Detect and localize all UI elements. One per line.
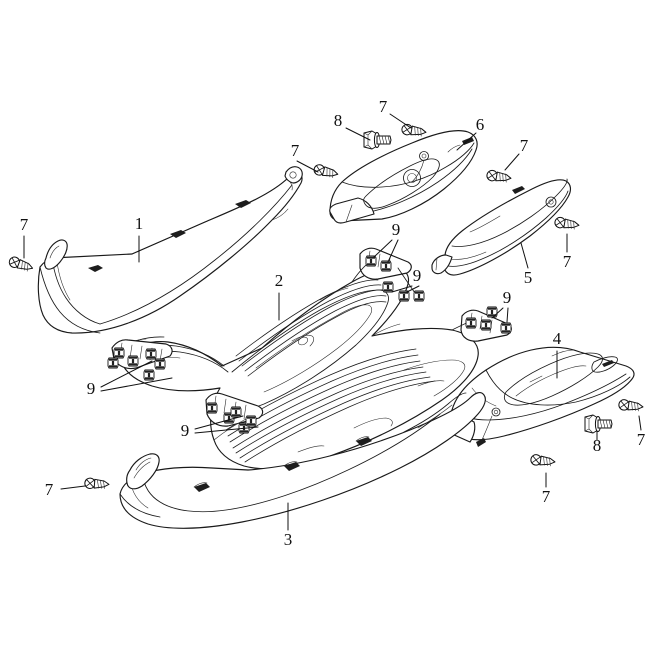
leader-9-upper-mid-b — [387, 239, 399, 263]
clip-17 — [465, 317, 477, 329]
callout-7-mid-left: 7 — [291, 141, 300, 160]
clip-16 — [413, 290, 425, 302]
screw-mid-left — [313, 164, 339, 178]
callout-9-clips-upper-mid: 9 — [392, 220, 401, 239]
callout-4-right-side-panel: 4 — [553, 329, 562, 348]
clip-7 — [206, 402, 218, 414]
clip-5 — [107, 357, 119, 369]
clip-18 — [480, 319, 492, 331]
leader-9-right-b — [506, 307, 509, 323]
clip-2 — [127, 355, 139, 367]
screw-upper-console — [401, 123, 427, 137]
callout-3-left-side-panel: 3 — [284, 530, 293, 549]
clip-11 — [245, 415, 257, 427]
callout-9-clips-mid: 9 — [413, 266, 422, 285]
leader-7-right-upper — [504, 153, 520, 171]
callout-8-bolt-upper: 8 — [334, 111, 343, 130]
screw-left-upper — [8, 256, 34, 272]
callout-7-lower-left: 7 — [45, 480, 54, 499]
leader-6 — [456, 132, 477, 151]
callout-7-right-lower: 7 — [563, 252, 572, 271]
leader-9-upper-mid-a — [373, 239, 393, 258]
clip-15 — [398, 290, 410, 302]
screw-lower-mid — [530, 454, 556, 467]
clip-20 — [486, 306, 498, 318]
screw-far-right — [618, 399, 644, 412]
leader-9-left-b — [100, 377, 173, 392]
part-1-front-upper-trim — [37, 166, 303, 334]
screw-lower-left — [84, 477, 110, 490]
bolt-lower-right — [584, 414, 613, 434]
clip-19 — [500, 322, 512, 334]
screw-right-upper — [486, 169, 512, 183]
callout-7-upper-mid: 7 — [379, 97, 388, 116]
part-5-right-upper-cover — [431, 178, 572, 276]
callout-9-clips-right: 9 — [503, 288, 512, 307]
clip-3 — [145, 348, 157, 360]
part-3-left-side-panel — [119, 392, 486, 529]
callout-1-front-trim: 1 — [135, 214, 144, 233]
part-6-center-console-cover — [329, 130, 478, 224]
bolt-upper-console — [363, 130, 392, 150]
leader-9-mid-b — [406, 285, 420, 293]
fasteners-layer — [8, 123, 644, 490]
callout-5-right-cover: 5 — [524, 268, 533, 287]
leader-7-far-right — [638, 415, 642, 431]
leader-7-mid-left — [296, 160, 319, 173]
callout-8-bolt-lower: 8 — [593, 436, 602, 455]
leader-9-right-a — [491, 307, 504, 319]
clip-10 — [230, 406, 242, 418]
clip-6 — [143, 369, 155, 381]
clip-14 — [382, 281, 394, 293]
leader-5 — [520, 242, 529, 269]
leader-lines — [23, 113, 642, 531]
clip-1 — [113, 347, 125, 359]
clip-13 — [380, 260, 392, 272]
screw-right-lower — [554, 216, 580, 230]
callout-7-far-right: 7 — [637, 430, 646, 449]
retaining-clips-layer — [107, 255, 512, 434]
callout-7-lower-mid: 7 — [542, 487, 551, 506]
leader-7-lower-left — [60, 485, 86, 490]
callout-6-headlight-cover: 6 — [476, 115, 485, 134]
leader-8-upper — [345, 127, 371, 141]
part-2-center-footboard — [111, 247, 512, 470]
leader-7-upper-mid — [389, 113, 412, 129]
callout-9-clips-lower-left: 9 — [181, 421, 190, 440]
callout-2-footboard: 2 — [275, 271, 284, 290]
callout-7-right-upper: 7 — [520, 136, 529, 155]
clip-4 — [154, 358, 166, 370]
callout-9-clips-left: 9 — [87, 379, 96, 398]
leader-9-lowerleft-b — [194, 426, 259, 434]
callout-7-left-upper: 7 — [20, 215, 29, 234]
leader-9-left-a — [100, 360, 153, 388]
clip-12 — [365, 255, 377, 267]
leader-9-mid-a — [391, 285, 413, 293]
leader-9-lowerleft-a — [194, 415, 244, 430]
